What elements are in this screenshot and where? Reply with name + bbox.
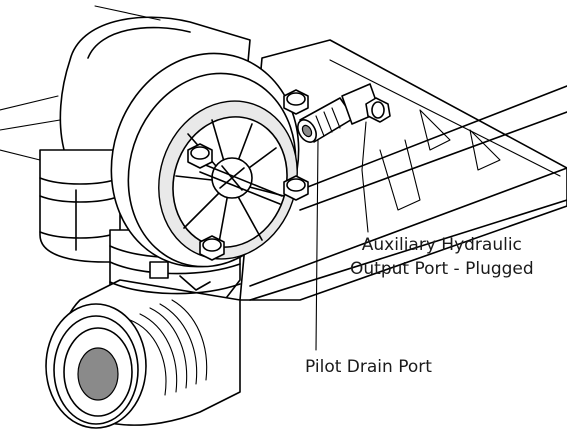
label-aux-line2: Output Port - Plugged — [350, 259, 534, 279]
cap-bolts — [187, 89, 309, 261]
bolt-top — [283, 89, 309, 115]
bolt-bottom — [199, 235, 225, 261]
label-pilot-drain-port: Pilot Drain Port — [305, 357, 432, 377]
leader-line-pilot — [315, 139, 319, 351]
elbow-pipe — [45, 229, 241, 429]
label-aux-line1: Auxiliary Hydraulic — [361, 235, 522, 255]
threaded-outlet — [45, 299, 208, 429]
leader-line-aux — [361, 121, 369, 233]
retaining-clip — [149, 261, 211, 291]
bolt-left — [187, 143, 213, 169]
auxiliary-port-plug — [341, 83, 391, 125]
valve-body-rail — [239, 39, 567, 301]
label-auxiliary-port: Auxiliary Hydraulic Output Port - Plugge… — [350, 233, 534, 281]
pilot-drain-fitting — [297, 97, 355, 143]
vertical-pipe — [39, 149, 121, 263]
bolt-right — [283, 175, 309, 201]
